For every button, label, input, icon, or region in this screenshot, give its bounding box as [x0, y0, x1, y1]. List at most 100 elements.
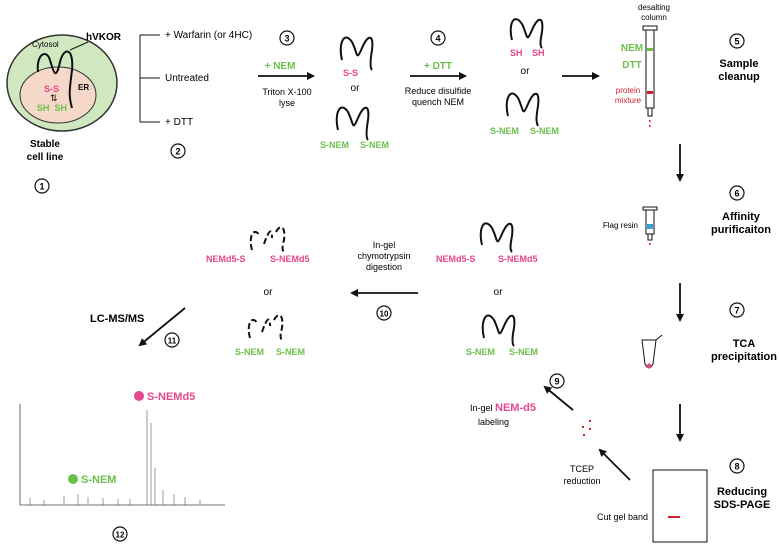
svg-text:1: 1: [39, 182, 44, 192]
svg-text:4: 4: [435, 34, 440, 44]
svg-text:9: 9: [554, 377, 559, 387]
mol-snem-5: S-NEM: [466, 347, 495, 357]
cell-line-label: cell line: [27, 152, 64, 163]
tca-label-1: TCA: [733, 338, 756, 350]
svg-text:3: 3: [284, 34, 289, 44]
hvkor-protein-icon: [36, 50, 74, 109]
equilibrium-icon: ⇅: [50, 93, 58, 103]
affinity-label-1: Affinity: [722, 211, 761, 223]
mol-sh-2: SH: [532, 48, 545, 58]
protein-ss-icon: [339, 36, 374, 71]
column-title-1: desalting: [638, 3, 670, 12]
step-2-badge: 2: [170, 143, 186, 159]
mol-snem-6: S-NEM: [509, 347, 538, 357]
tca-label-2: precipitation: [711, 351, 777, 363]
step3-line2: lyse: [279, 98, 295, 108]
svg-text:5: 5: [734, 37, 739, 47]
sds-label-1: Reducing: [717, 486, 767, 498]
svg-text:10: 10: [380, 310, 389, 319]
or-label-2: or: [521, 66, 531, 77]
digest-label-3: digestion: [366, 262, 402, 272]
mol-snem-7: S-NEM: [235, 347, 264, 357]
mol-snem-8: S-NEM: [276, 347, 305, 357]
step-6-badge: 6: [729, 185, 745, 201]
dtt-treatment-label: + DTT: [165, 117, 193, 128]
cell: Cytosol hVKOR ER S-S ⇅ SH SH Stable cell…: [6, 32, 122, 163]
step4-line1: Reduce disulfide: [405, 86, 472, 96]
digest-label-2: chymotrypsin: [357, 251, 410, 261]
mol-snemd5-2: S-NEMd5: [270, 254, 310, 264]
protein-snem-icon: [335, 106, 370, 141]
step-8-badge: 8: [729, 458, 745, 474]
sample-label-1: Sample: [719, 58, 758, 70]
stable-label: Stable: [30, 139, 60, 150]
protein-shsh-icon: [509, 18, 544, 49]
step3-line1: Triton X-100: [262, 87, 311, 97]
ingel-nemd5: NEM-d5: [495, 402, 536, 414]
tcep-label-1: TCEP: [570, 464, 594, 474]
step-1-badge: 1: [34, 178, 50, 194]
step-5-badge: 5: [729, 33, 745, 49]
hvkor-pointer: [69, 41, 89, 51]
step4-line2: quench NEM: [412, 97, 464, 107]
cell-shsh-label: SH SH: [37, 103, 67, 113]
warfarin-label: + Warfarin (or 4HC): [165, 30, 252, 41]
step-10-badge: 10: [376, 305, 392, 321]
column-protein-2: mixture: [615, 96, 642, 105]
step-7-badge: 7: [729, 302, 745, 318]
column-title-2: column: [641, 13, 667, 22]
tcep-label-2: reduction: [563, 476, 600, 486]
treatment-bracket: [139, 34, 160, 123]
mol-nemd5s-1: NEMd5-S: [436, 254, 476, 264]
sample-label-2: cleanup: [718, 71, 760, 83]
cut-gel-band-label: Cut gel band: [597, 512, 648, 522]
svg-text:8: 8: [734, 462, 739, 472]
affinity-label-2: purificaiton: [711, 224, 771, 236]
ingel-labeling: labeling: [478, 417, 509, 427]
mol-snem-3: S-NEM: [490, 126, 519, 136]
untreated-label: Untreated: [165, 73, 209, 84]
svg-text:6: 6: [734, 189, 739, 199]
spectrum-snem-label: S-NEM: [81, 474, 116, 486]
cytosol-label: Cytosol: [32, 40, 59, 49]
desalting-column-icon: [642, 25, 658, 127]
or-label-1: or: [351, 83, 361, 94]
column-nem-label: NEM: [621, 43, 643, 54]
snem-marker: [68, 474, 78, 484]
tcep-arrow: [598, 448, 631, 481]
step-11-badge: 11: [164, 332, 180, 348]
digested-snem-icon: [247, 314, 284, 341]
ingel-pre: In-gel: [470, 403, 493, 413]
or-label-3: or: [494, 287, 504, 298]
nemd5-arrow: [543, 385, 574, 411]
digest-label-1: In-gel: [373, 240, 396, 250]
er-compartment: [19, 66, 97, 124]
reduced-fragment-icon: [582, 420, 591, 436]
spectrum-snemd5-label: S-NEMd5: [147, 391, 195, 403]
protein-snem-icon-3: [481, 314, 516, 347]
svg-text:11: 11: [168, 337, 177, 346]
snemd5-marker: [134, 391, 144, 401]
mass-spectrum: S-NEMd5 S-NEM: [19, 391, 225, 506]
tca-tube-icon: [641, 334, 663, 369]
lcms-label: LC-MS/MS: [90, 313, 144, 325]
gel-icon: [652, 469, 708, 543]
step-12-badge: 12: [112, 526, 128, 542]
lcms-arrow: [138, 307, 186, 347]
column-protein-1: protein: [616, 86, 640, 95]
mol-snem-4: S-NEM: [530, 126, 559, 136]
digested-nemd5-icon: [249, 226, 286, 253]
or-label-4: or: [264, 287, 274, 298]
column-dtt-label: DTT: [622, 60, 641, 71]
hvkor-label: hVKOR: [86, 32, 122, 43]
svg-text:12: 12: [116, 531, 125, 540]
er-label: ER: [78, 83, 89, 92]
cell-ss-label: S-S: [44, 84, 59, 94]
sds-label-2: SDS-PAGE: [714, 499, 771, 511]
protein-snem-icon-2: [505, 92, 540, 127]
protein-nemd5-icon: [479, 222, 514, 253]
flag-resin-label: Flag resin: [603, 221, 638, 230]
step-9-badge: 9: [549, 373, 565, 389]
step3-reagent: + NEM: [265, 61, 296, 72]
step-3-badge: 3: [279, 30, 295, 46]
